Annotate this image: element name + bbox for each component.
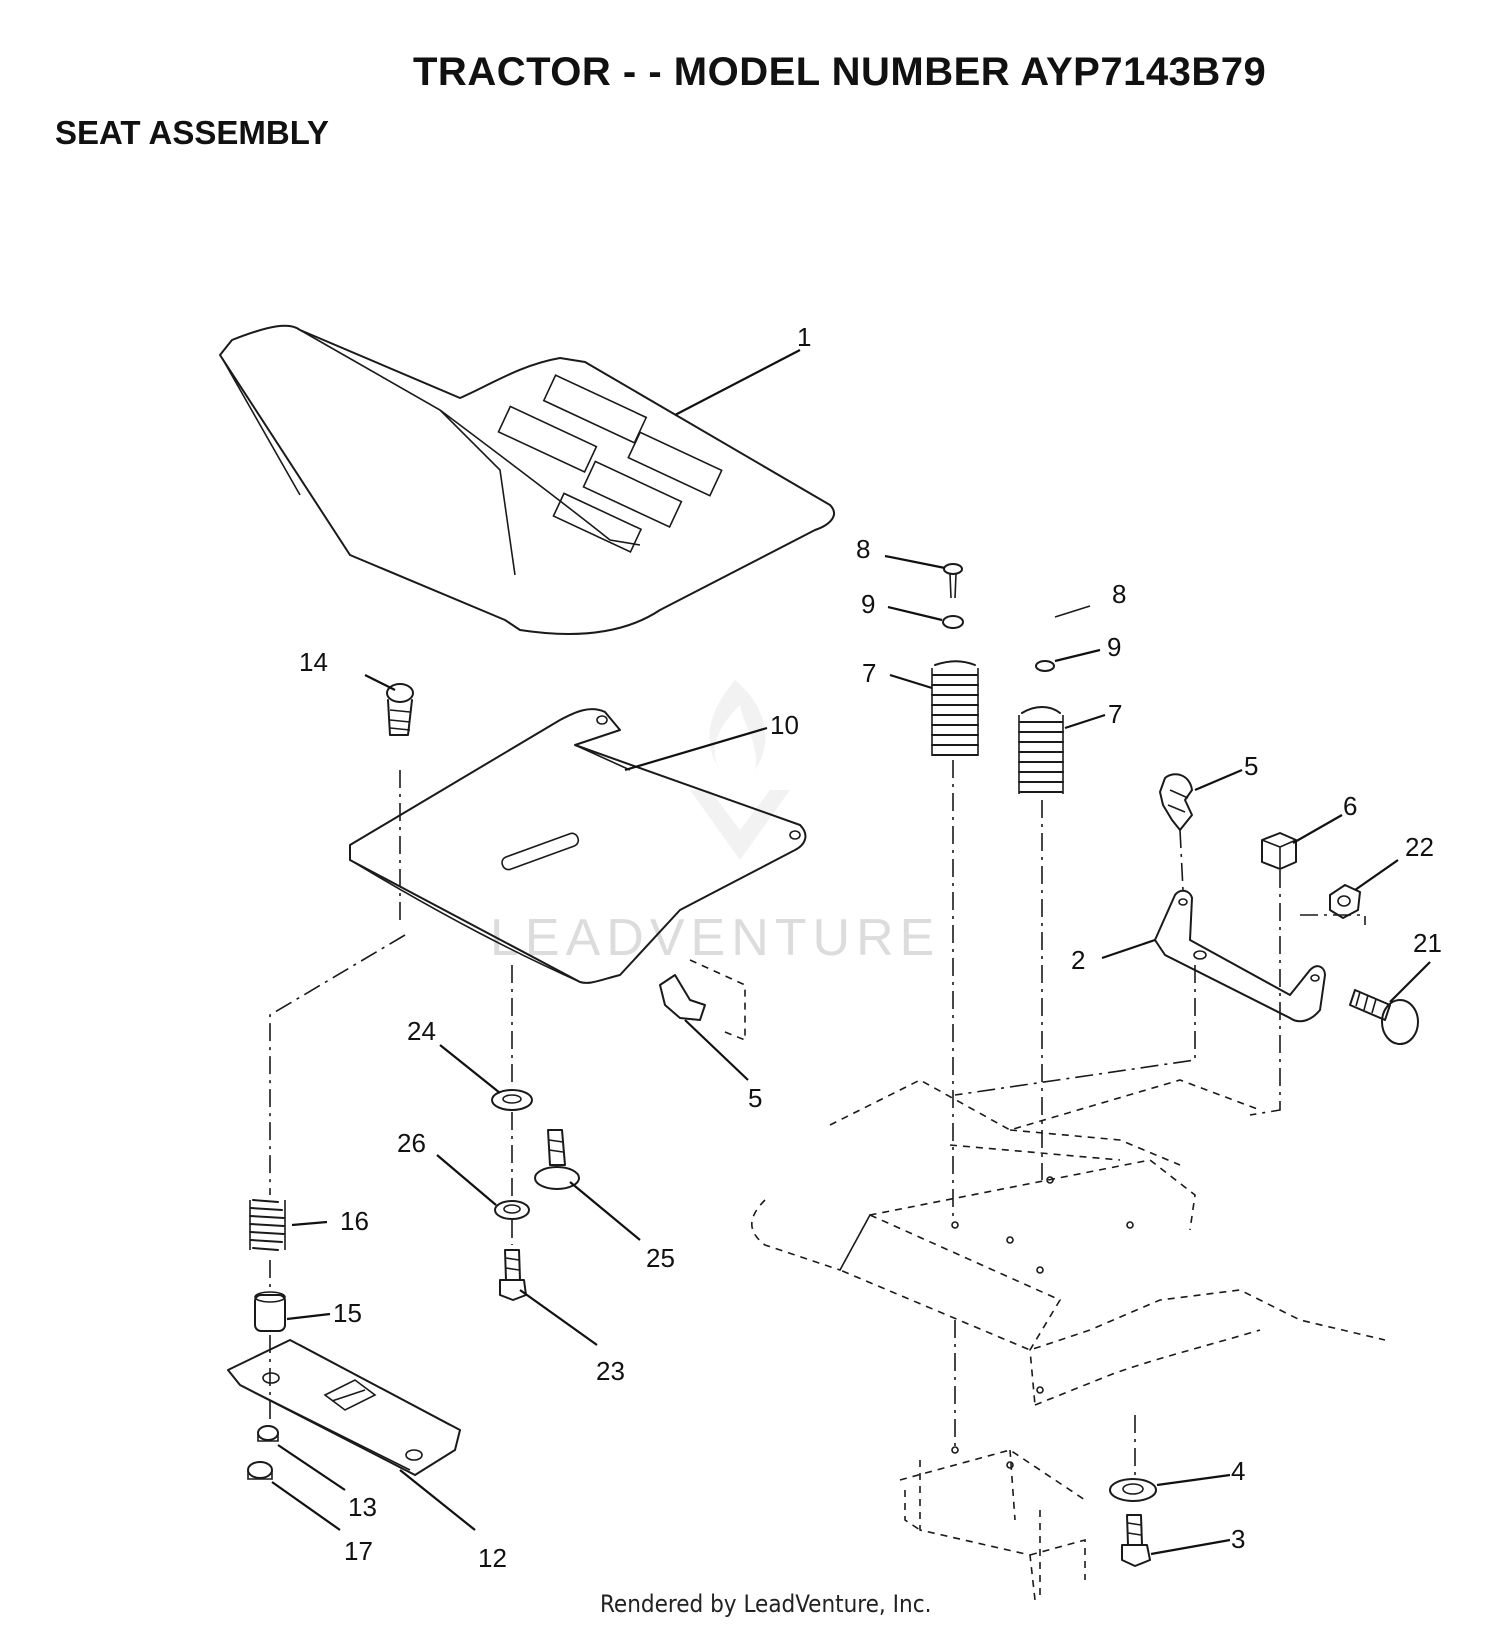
callout-9-right: 9 bbox=[1107, 632, 1121, 662]
washer-part-4 bbox=[1109, 1478, 1157, 1502]
washer-part-9-right bbox=[1035, 660, 1055, 672]
callout-24: 24 bbox=[407, 1016, 436, 1046]
spacer-part-15 bbox=[254, 1291, 286, 1332]
callout-22: 22 bbox=[1405, 832, 1434, 862]
washer-part-9-left bbox=[942, 615, 964, 629]
nut-part-13 bbox=[257, 1425, 279, 1442]
callout-5-right: 5 bbox=[1244, 751, 1258, 781]
nut-part-17 bbox=[247, 1461, 273, 1480]
section-title: SEAT ASSEMBLY bbox=[55, 114, 329, 151]
screw-part-25 bbox=[534, 1129, 580, 1190]
seat-pan-part bbox=[349, 708, 807, 984]
plate-part-12 bbox=[227, 1339, 461, 1476]
callout-21: 21 bbox=[1413, 928, 1442, 958]
leader-lines bbox=[271, 349, 1431, 1556]
callout-15: 15 bbox=[333, 1298, 362, 1328]
clip-part-5-left bbox=[659, 959, 746, 1042]
screw-part-8-left bbox=[943, 563, 963, 599]
callout-9-left: 9 bbox=[861, 589, 875, 619]
callout-1: 1 bbox=[797, 322, 811, 352]
spring-part-7-right bbox=[1018, 706, 1064, 794]
bolt-part-23 bbox=[499, 1249, 527, 1301]
callout-8-left: 8 bbox=[856, 534, 870, 564]
seat-part bbox=[219, 324, 835, 635]
watermark-text: LEADVENTURE bbox=[490, 909, 940, 967]
callout-23: 23 bbox=[596, 1356, 625, 1386]
assembly-centerlines bbox=[269, 760, 1366, 1475]
callout-2: 2 bbox=[1071, 945, 1085, 975]
watermark-logo bbox=[690, 680, 790, 860]
spring-part-7-left bbox=[931, 660, 979, 756]
callout-12: 12 bbox=[478, 1543, 507, 1573]
callout-3: 3 bbox=[1231, 1524, 1245, 1554]
callout-13: 13 bbox=[348, 1492, 377, 1522]
callout-25: 25 bbox=[646, 1243, 675, 1273]
callout-7-right: 7 bbox=[1108, 699, 1122, 729]
bolt-part-21 bbox=[1349, 989, 1419, 1045]
screw-part-8-right bbox=[1054, 605, 1091, 618]
spring-part-16 bbox=[249, 1199, 286, 1251]
footer-credit: Rendered by LeadVenture, Inc. bbox=[600, 1590, 932, 1618]
page-title: TRACTOR - - MODEL NUMBER AYP7143B79 bbox=[413, 50, 1267, 94]
callout-17: 17 bbox=[344, 1536, 373, 1566]
lockwasher-part-26 bbox=[494, 1200, 530, 1220]
washer-part-24 bbox=[491, 1089, 533, 1111]
callout-8-right: 8 bbox=[1112, 579, 1126, 609]
bolt-part-14 bbox=[386, 683, 414, 736]
callout-16: 16 bbox=[340, 1206, 369, 1236]
clip-part-5-right bbox=[1159, 773, 1193, 831]
callout-7-left: 7 bbox=[862, 658, 876, 688]
bolt-part-3 bbox=[1121, 1514, 1151, 1567]
bracket-part-2 bbox=[1154, 889, 1326, 1023]
callout-10: 10 bbox=[770, 710, 799, 740]
callout-26: 26 bbox=[397, 1128, 426, 1158]
callout-4: 4 bbox=[1231, 1456, 1245, 1486]
nut-part-6 bbox=[1261, 832, 1297, 870]
tractor-frame-outline bbox=[751, 1079, 1386, 1601]
nut-part-22 bbox=[1329, 884, 1361, 919]
callout-14: 14 bbox=[299, 647, 328, 677]
callout-6: 6 bbox=[1343, 791, 1357, 821]
callout-5-left: 5 bbox=[748, 1083, 762, 1113]
